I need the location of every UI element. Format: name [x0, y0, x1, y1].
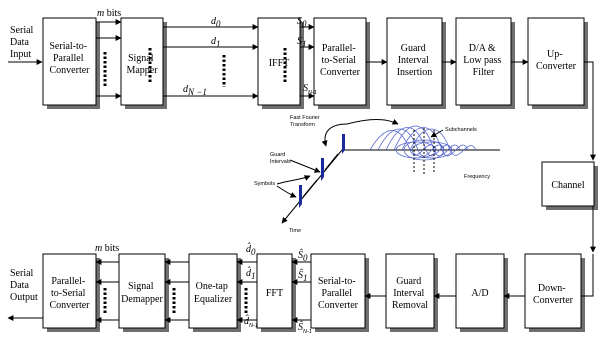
svg-text:A/D: A/D	[471, 288, 488, 299]
guard-intervals-label: Guard Intervals	[270, 152, 291, 165]
symbol-plate-1	[342, 134, 345, 154]
tx-serial-to-parallel-block: Serial-to- Parallel Converter	[43, 18, 96, 105]
tx-m-bits-label: m bits	[97, 8, 121, 19]
svg-text:Parallel- to-Serial: Parallel- to-Serial Converter	[320, 43, 361, 78]
symbols-label: Symbols	[254, 181, 275, 187]
subchannels-label: Subchannels	[445, 127, 477, 133]
dn1-label: dN −1	[183, 84, 207, 97]
d0-hat-label: d̂0	[246, 242, 256, 257]
svg-text:Signal Mapper: Signal Mapper	[126, 53, 158, 76]
sn1-hat-label: ŜN-1	[298, 321, 312, 335]
signal-demapper-block: Signal Demapper	[119, 254, 165, 328]
guard-interval-insertion-block: Guard Interval Insertion	[387, 18, 442, 105]
s0-hat-label: Ŝ0	[298, 249, 308, 263]
s1-hat-label: Ŝ1	[298, 269, 308, 283]
svg-text:Serial-to- Parallel: Serial-to- Parallel Converter	[49, 41, 90, 76]
signal-mapper-block: Signal Mapper	[121, 18, 163, 105]
frequency-label: Frequency	[464, 174, 490, 180]
rx-parallel-to-serial-block: Parallel- to-Serial Converter	[43, 254, 96, 328]
rx-m-bits-label: m bits	[95, 243, 119, 254]
down-converter-block: Down- Converter	[525, 254, 581, 328]
symbol-plate-3	[299, 185, 302, 208]
dn1-hat-label: d̂N-1	[244, 314, 258, 329]
svg-text:Serial-to- Parallel: Serial-to- Parallel Converter	[318, 276, 359, 311]
serial-data-output-label: Serial Data Output	[10, 268, 38, 303]
svg-text:FFT: FFT	[266, 288, 283, 299]
ifft-block: IFFT	[258, 18, 300, 105]
ad-block: A/D	[456, 254, 504, 328]
d1-hat-label: d̂1	[246, 266, 256, 281]
symbols-pointer-2	[277, 186, 296, 197]
tx-parallel-to-serial-block: Parallel- to-Serial Converter	[314, 18, 366, 105]
one-tap-equalizer-block: One-tap Equalizer	[189, 254, 237, 328]
fast-fourier-transform-label: Fast Fourier Transform	[290, 115, 321, 128]
svg-text:Parallel- to-Serial: Parallel- to-Serial Converter	[50, 276, 91, 311]
symbols-pointer-1	[277, 176, 310, 184]
fft-curve-arrow-right	[347, 120, 398, 125]
da-lowpass-filter-block: D/A & Low pass Filter	[456, 18, 511, 105]
svg-text:Down- Converter: Down- Converter	[533, 283, 574, 306]
svg-text:Guard Interval Ins: Guard Interval Insertion	[397, 43, 433, 78]
rx-serial-to-parallel-block: Serial-to- Parallel Converter	[311, 254, 365, 328]
guard-intervals-pointer	[290, 160, 320, 172]
up-converter-block: Up- Converter	[528, 18, 584, 105]
serial-data-input-label: Serial Data Input	[10, 25, 36, 60]
ofdm-spectrum-illustration: Fast Fourier Transform Subchannels Guard…	[254, 115, 500, 234]
svg-text:Channel: Channel	[551, 180, 585, 191]
symbol-plate-2	[321, 158, 324, 181]
svg-text:Guard Interval Rem: Guard Interval Removal	[392, 276, 428, 311]
fft-block: FFT	[257, 254, 292, 328]
time-label: Time	[289, 228, 301, 234]
channel-block: Channel	[542, 162, 594, 206]
guard-interval-removal-block: Guard Interval Removal	[386, 254, 434, 328]
